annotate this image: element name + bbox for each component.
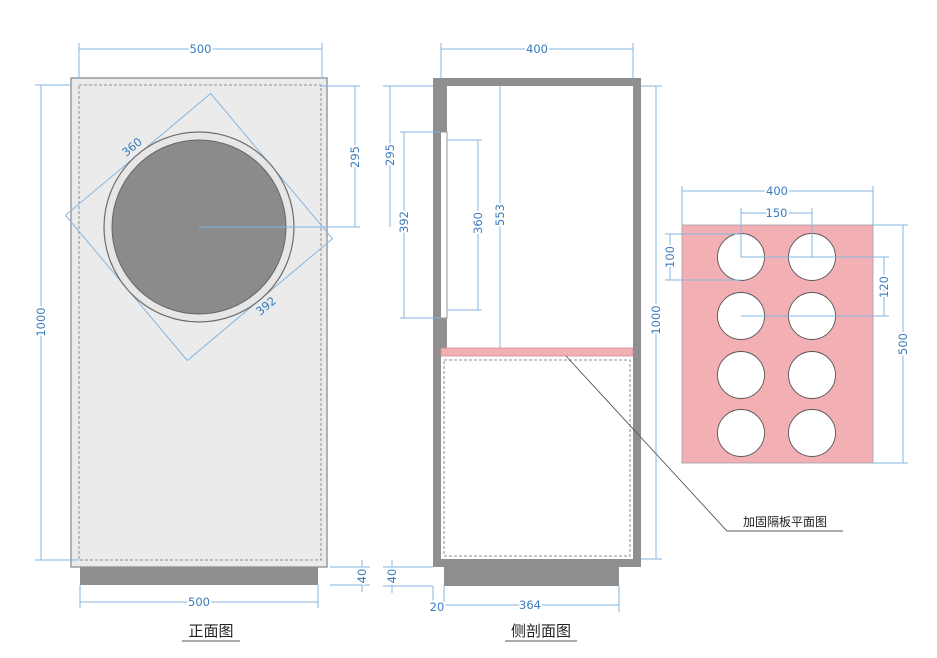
lower-chamber-outline bbox=[443, 359, 631, 557]
dimension-label: 553 bbox=[493, 204, 507, 226]
side-hole-diameter-dimension: 360 bbox=[447, 139, 487, 311]
shelf-depth-dimension: 500 bbox=[873, 224, 912, 464]
reinforcement-shelf bbox=[440, 347, 634, 357]
dimension-label: 120 bbox=[877, 276, 891, 298]
dimension-label: 295 bbox=[348, 146, 362, 168]
dimension-label: 500 bbox=[188, 595, 210, 609]
shelf-hole bbox=[717, 351, 765, 399]
side-mount-square-dimension: 392 bbox=[395, 131, 440, 319]
shelf-plan-view: 400 150 100 120 500 bbox=[661, 182, 912, 464]
dimension-label: 295 bbox=[383, 144, 397, 166]
dimension-label: 392 bbox=[397, 211, 411, 233]
front-view: 500 1000 295 360 392 40 bbox=[32, 40, 371, 642]
shelf-hole bbox=[717, 409, 765, 457]
dimension-label: 40 bbox=[385, 569, 399, 584]
base-depth-label: 364 bbox=[519, 598, 541, 612]
dimension-label: 40 bbox=[355, 569, 369, 584]
front-width-bottom-dimension: 500 bbox=[79, 585, 319, 611]
mount-square-outline bbox=[64, 92, 334, 362]
front-base bbox=[80, 567, 318, 585]
front-base-height-dimension: 40 bbox=[330, 560, 371, 592]
baffle-lower bbox=[441, 318, 447, 348]
front-hole-center-dimension: 295 bbox=[199, 85, 364, 228]
base-inset-label: 20 bbox=[430, 600, 445, 614]
dimension-label: 400 bbox=[766, 184, 788, 198]
dimension-label: 400 bbox=[526, 42, 548, 56]
front-height-dimension: 1000 bbox=[32, 84, 79, 561]
dimension-label: 1000 bbox=[649, 305, 663, 334]
shelf-column-spacing-dimension: 150 bbox=[740, 204, 813, 257]
driver-recess-outline bbox=[441, 131, 448, 319]
front-width-top-dimension: 500 bbox=[78, 40, 323, 78]
shelf-callout: 加固隔板平面图 bbox=[565, 355, 843, 532]
shelf-hole bbox=[788, 351, 836, 399]
shelf-row-spacing-dimension: 120 bbox=[741, 256, 893, 317]
dimension-label: 150 bbox=[766, 206, 788, 220]
shelf-hole-diameter-dimension: 100 bbox=[661, 233, 741, 281]
side-section-view: 400 295 392 360 553 bbox=[381, 40, 843, 642]
side-depth-dimension: 400 bbox=[440, 40, 634, 78]
shelf-width-dimension: 400 bbox=[681, 182, 874, 225]
dimension-label: 100 bbox=[663, 246, 677, 268]
baffle-upper bbox=[441, 86, 447, 132]
dimension-label: 500 bbox=[190, 42, 212, 56]
dimension-label: 1000 bbox=[34, 307, 48, 336]
side-height-dimension: 1000 bbox=[641, 85, 665, 560]
dimension-label: 360 bbox=[471, 212, 485, 234]
shelf-callout-label: 加固隔板平面图 bbox=[743, 515, 827, 529]
front-view-title: 正面图 bbox=[188, 622, 233, 640]
side-cabinet-interior bbox=[441, 86, 633, 559]
leader-line bbox=[565, 355, 843, 532]
dimension-label: 500 bbox=[896, 333, 910, 355]
side-shelf-height-dimension: 553 bbox=[491, 86, 509, 348]
side-base-height-dimension: 40 bbox=[383, 560, 433, 593]
side-base bbox=[444, 567, 619, 586]
side-view-title: 侧剖面图 bbox=[511, 622, 571, 640]
side-base-bottom-dimension: 20 364 bbox=[428, 586, 620, 616]
shelf-hole bbox=[788, 409, 836, 457]
side-hole-center-dimension: 295 bbox=[381, 85, 433, 227]
front-inner-outline bbox=[78, 84, 322, 561]
shelf-plate bbox=[681, 224, 874, 464]
